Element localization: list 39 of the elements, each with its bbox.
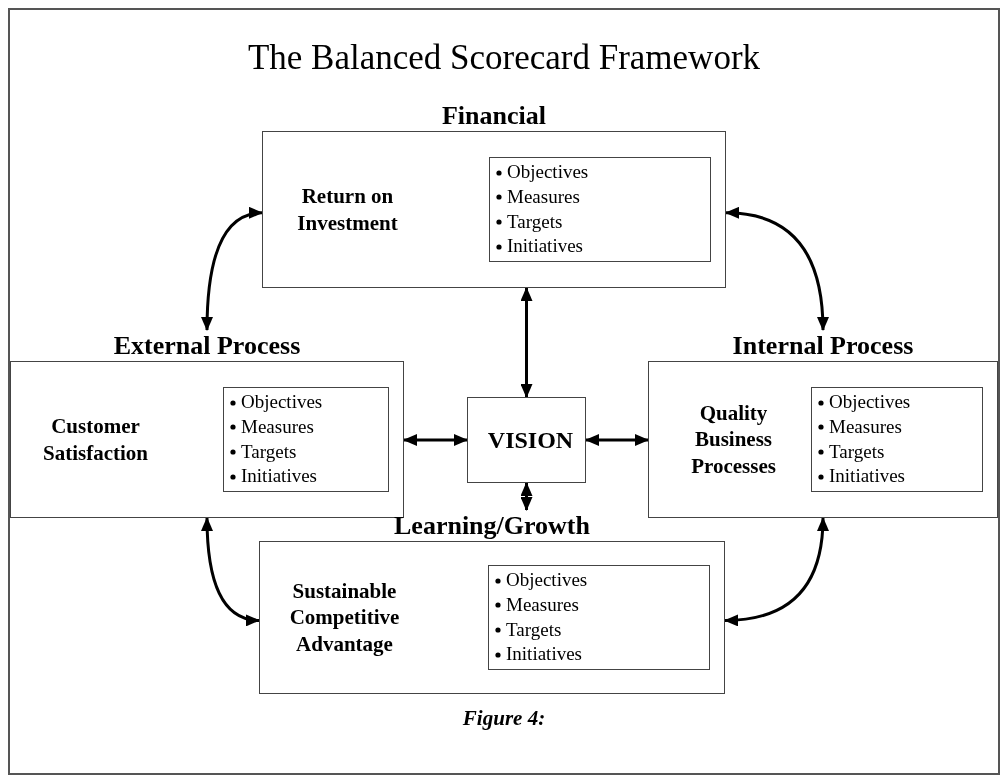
box-label: Sustainable Competitive Advantage: [288, 578, 401, 657]
list-item: Targets: [507, 209, 563, 234]
list-box: [811, 387, 983, 492]
connector-arrow: [520, 482, 533, 511]
list-item: Objectives: [506, 568, 588, 593]
perspective-heading: Learning/Growth: [394, 510, 590, 542]
list-item: Initiatives: [241, 464, 317, 489]
connector-arrow: [724, 517, 829, 626]
list-item: Measures: [829, 414, 902, 439]
perspective-heading: Internal Process: [732, 330, 914, 362]
connector-arrow: [201, 517, 260, 626]
box-label: Quality Business Processes: [690, 400, 777, 479]
list-item: Measures: [507, 184, 580, 209]
connector-arrow: [201, 208, 263, 331]
box-label: Customer Satisfaction: [42, 413, 149, 466]
connector-arrow: [725, 207, 829, 331]
box-label: VISION: [487, 426, 574, 455]
list-item: Initiatives: [829, 464, 905, 489]
diagram-title: The Balanced Scorecard Framework: [247, 38, 761, 77]
list-item: Measures: [506, 592, 579, 617]
list-item: Measures: [241, 414, 314, 439]
list-item: Objectives: [829, 390, 911, 415]
list-item: Targets: [506, 617, 562, 642]
list-box: [223, 387, 389, 492]
connector-arrow: [585, 434, 649, 446]
perspective-heading: External Process: [113, 330, 301, 362]
list-item: Objectives: [507, 160, 589, 185]
box-label: Return on Investment: [296, 183, 399, 236]
connector-arrow: [520, 287, 533, 398]
list-item: Initiatives: [507, 234, 583, 259]
list-box: [488, 565, 710, 670]
list-item: Objectives: [241, 390, 323, 415]
perspective-heading: Financial: [442, 100, 546, 132]
list-item: Targets: [241, 439, 297, 464]
list-box: [489, 157, 711, 262]
list-item: Initiatives: [506, 642, 582, 667]
list-item: Targets: [829, 439, 885, 464]
connector-arrow: [403, 434, 468, 446]
figure-caption: Figure 4:: [462, 706, 546, 731]
